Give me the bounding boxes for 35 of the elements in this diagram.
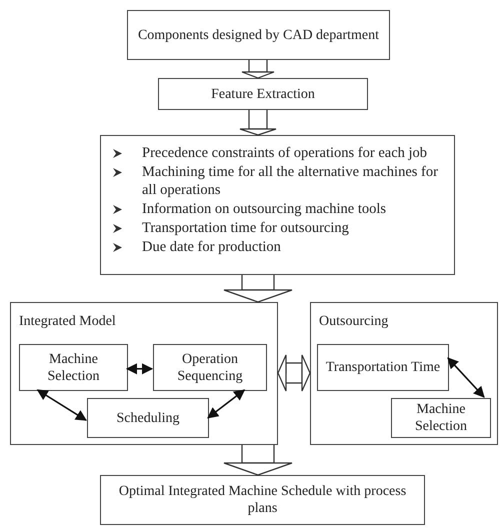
box-label: Feature Extraction — [211, 86, 315, 102]
box-label: Scheduling — [116, 410, 180, 426]
process-box — [127, 10, 390, 60]
box-label: Optimal Integrated Machine Schedule with process plans — [118, 483, 408, 517]
box-label: Operation Sequencing — [176, 350, 244, 384]
box-label: Components designed by CAD department — [138, 26, 380, 44]
arrow — [207, 389, 246, 418]
bullet-text: Information on outsourcing machine tools — [142, 200, 386, 218]
block-arrow — [241, 59, 275, 79]
block-arrow — [239, 109, 277, 136]
bullet-text: Precedence constraints of operations for each job — [142, 144, 428, 162]
bullet-text: Transportation time for outsourcing — [142, 219, 349, 237]
process-box — [317, 344, 449, 391]
box-label: Transportation Time — [326, 359, 440, 376]
group-box — [310, 302, 498, 445]
process-box — [100, 475, 425, 525]
group-box — [10, 302, 278, 445]
box-label: Machine Selection — [414, 401, 468, 435]
process-box — [87, 398, 209, 438]
process-box — [391, 398, 491, 438]
process-box — [153, 344, 267, 391]
box-label: Machine Selection — [46, 350, 101, 384]
group-title: Outsourcing — [319, 313, 388, 331]
bullet-text: Machining time for all the alternative machines for all operations — [142, 163, 439, 199]
bullet-text: Due date for production — [142, 238, 281, 256]
arrow — [447, 357, 485, 398]
group-title: Integrated Model — [19, 313, 116, 331]
arrow — [36, 389, 87, 421]
arrow — [126, 363, 154, 374]
info-box — [100, 135, 455, 275]
block-arrow — [277, 354, 311, 392]
block-arrow — [223, 274, 293, 303]
block-arrow — [223, 444, 293, 476]
process-box — [158, 78, 368, 110]
process-box — [19, 344, 128, 391]
